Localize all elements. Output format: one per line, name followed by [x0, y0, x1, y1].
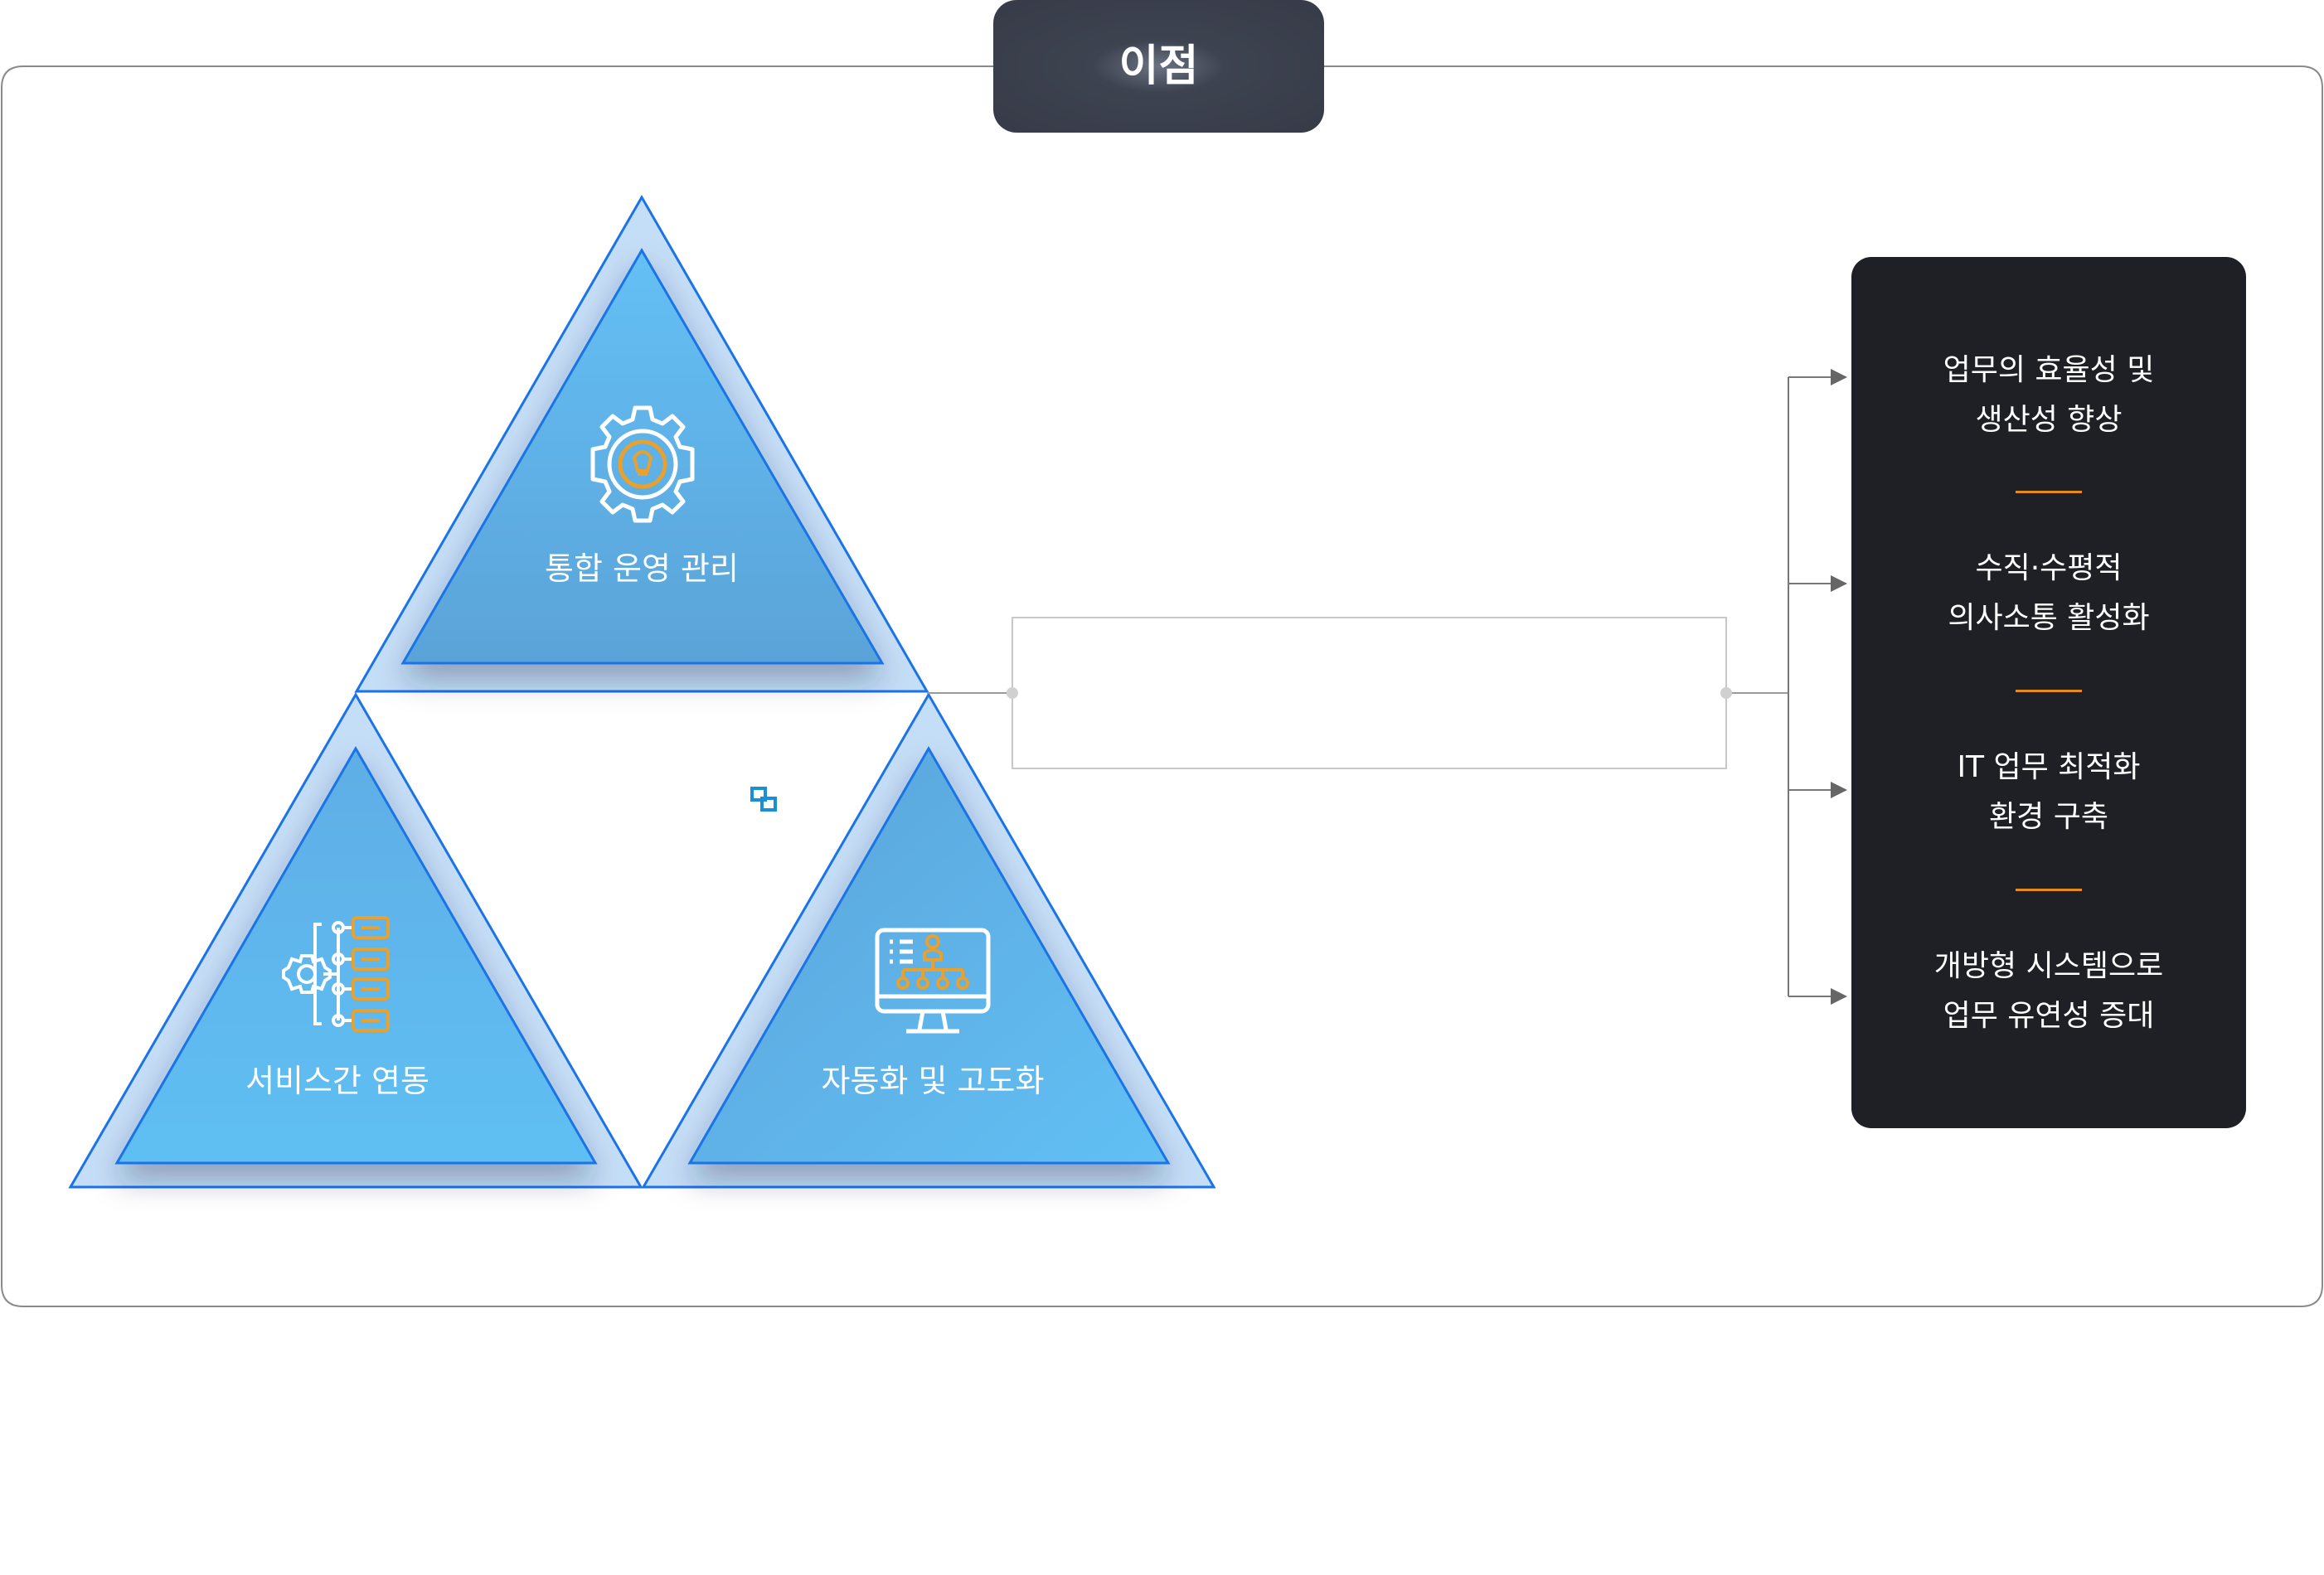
benefit-line: 의사소통 활성화 — [1948, 601, 2150, 635]
benefit-divider — [2016, 690, 2082, 692]
benefit-item: 수직·수평적 의사소통 활성화 — [1851, 544, 2246, 643]
benefit-line: 개방형 시스템으로 — [1933, 949, 2164, 983]
benefit-line: 수직·수평적 — [1975, 551, 2123, 585]
gear-lightbulb-icon — [590, 405, 695, 523]
connector-dot-left — [1007, 687, 1018, 699]
frame-border — [1, 65, 2323, 1307]
benefit-divider — [2016, 889, 2082, 891]
benefit-item: 개방형 시스템으로 업무 유연성 증대 — [1851, 942, 2246, 1041]
triangle-label-integrated-operation: 통합 운영 관리 — [545, 550, 739, 587]
benefit-divider — [2016, 491, 2082, 493]
benefit-item: 업무의 효율성 및 생산성 향상 — [1851, 346, 2246, 445]
link-icon — [750, 787, 777, 812]
triangle-label-service-integration: 서비스간 연동 — [245, 1063, 429, 1099]
benefit-line: 생산성 향상 — [1975, 403, 2123, 437]
gear-servers-icon — [282, 916, 390, 1032]
frame-title: 이점 — [993, 0, 1324, 133]
triangle-integrated-operation — [354, 194, 929, 693]
benefit-line: 업무의 효율성 및 — [1943, 353, 2155, 387]
benefit-arrows — [1788, 369, 1847, 1005]
connector-lines — [927, 377, 1789, 996]
triangle-label-automation: 자동화 및 고도화 — [821, 1063, 1045, 1099]
monitor-org-chart-icon — [875, 928, 991, 1034]
benefit-line: 환경 구축 — [1989, 800, 2108, 834]
triangle-service-integration — [68, 692, 643, 1189]
connector-dot-right — [1720, 687, 1732, 699]
benefit-item: IT 업무 최적화 환경 구축 — [1851, 743, 2246, 842]
benefits-panel: 업무의 효율성 및 생산성 향상 수직·수평적 의사소통 활성화 IT 업무 최… — [1851, 257, 2246, 1128]
benefit-line: 업무 유연성 증대 — [1943, 999, 2155, 1033]
benefit-line: IT 업무 최적화 — [1957, 750, 2141, 784]
